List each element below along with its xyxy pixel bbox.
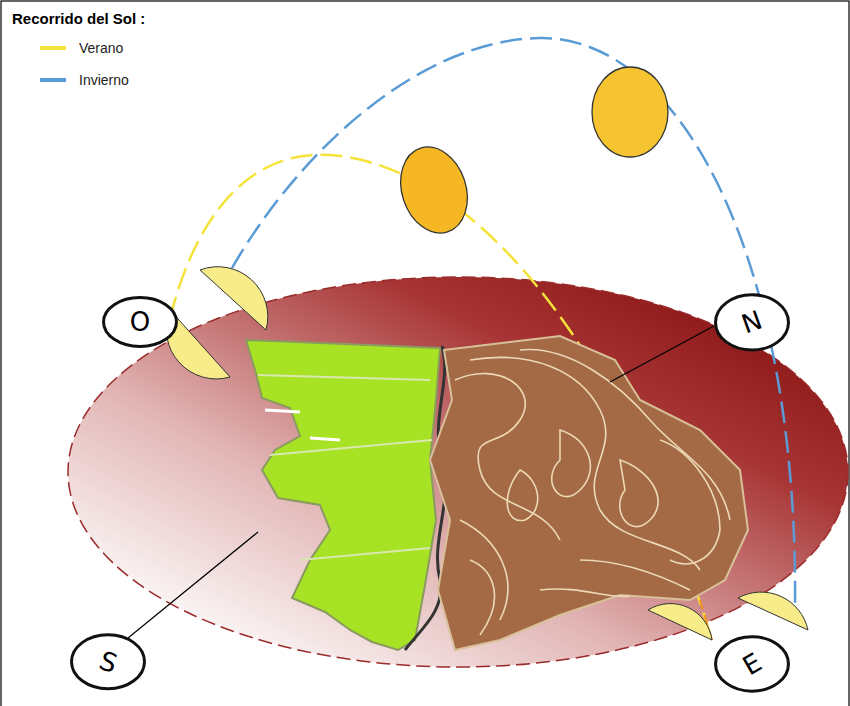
legend-label: Verano: [79, 40, 123, 56]
compass-marker: E: [714, 635, 790, 693]
legend-swatch: [40, 78, 66, 82]
compass-marker: N: [714, 293, 790, 352]
legend-title: Recorrido del Sol :: [12, 10, 145, 27]
legend-row: Verano: [40, 40, 123, 56]
legend-row: Invierno: [40, 72, 129, 88]
compass-marker: S: [70, 633, 146, 690]
legend-label: Invierno: [79, 72, 129, 88]
compass-marker: O: [102, 296, 178, 348]
compass-letter: O: [130, 307, 150, 337]
legend-swatch: [40, 46, 66, 50]
